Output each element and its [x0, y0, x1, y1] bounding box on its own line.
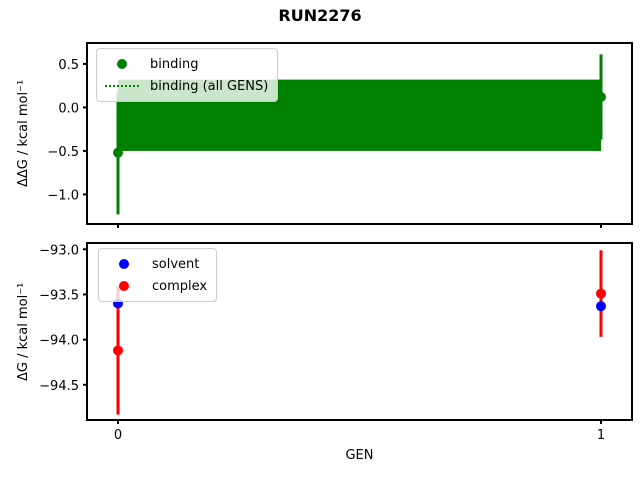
legend-item-solvent: solvent — [104, 254, 207, 274]
dotted-line-icon — [105, 85, 139, 87]
x-tick-label: 0 — [114, 428, 122, 443]
top-legend: binding binding (all GENS) — [96, 48, 279, 102]
point-complex-gen1 — [596, 288, 606, 299]
x-axis-label: GEN — [345, 448, 374, 463]
solvent-marker-cell — [104, 259, 144, 269]
top-y-axis-label: ΔΔG / kcal mol⁻¹ — [16, 79, 31, 188]
solvent-dot-icon — [119, 259, 129, 269]
legend-item-complex: complex — [104, 276, 207, 296]
legend-label-complex: complex — [152, 278, 208, 294]
point-binding-gen1 — [596, 92, 606, 103]
axes-top-spines — [86, 42, 633, 225]
y-tick-label: −93.0 — [39, 243, 79, 258]
binding-marker-cell — [102, 59, 142, 69]
y-tick-label: −1.0 — [47, 188, 79, 203]
y-tick-label: −94.0 — [39, 334, 79, 349]
y-tick-label: −94.5 — [39, 379, 79, 394]
y-tick-label: 0.5 — [58, 58, 79, 73]
point-binding-gen0 — [113, 147, 123, 158]
complex-marker-cell — [104, 281, 144, 291]
legend-item-binding-all-gens: binding (all GENS) — [102, 76, 268, 96]
x-tick-label: 1 — [597, 428, 605, 443]
binding-dot-icon — [117, 59, 127, 69]
legend-label-solvent: solvent — [152, 256, 200, 272]
y-tick-label: −0.5 — [47, 145, 79, 160]
legend-label-binding-all-gens: binding (all GENS) — [150, 78, 269, 94]
binding-all-gens-marker-cell — [102, 85, 142, 87]
y-tick-label: −93.5 — [39, 288, 79, 303]
axes-bottom-spines — [86, 242, 633, 421]
legend-label-binding: binding — [150, 56, 199, 72]
bottom-legend: solvent complex — [98, 248, 218, 302]
bottom-y-axis-label: ΔG / kcal mol⁻¹ — [16, 282, 31, 381]
chart-title: RUN2276 — [278, 6, 362, 25]
point-complex-gen0 — [113, 345, 123, 356]
point-solvent-gen1 — [596, 301, 606, 312]
legend-item-binding: binding — [102, 54, 268, 74]
y-tick-label: 0.0 — [58, 101, 79, 116]
complex-dot-icon — [119, 281, 129, 291]
